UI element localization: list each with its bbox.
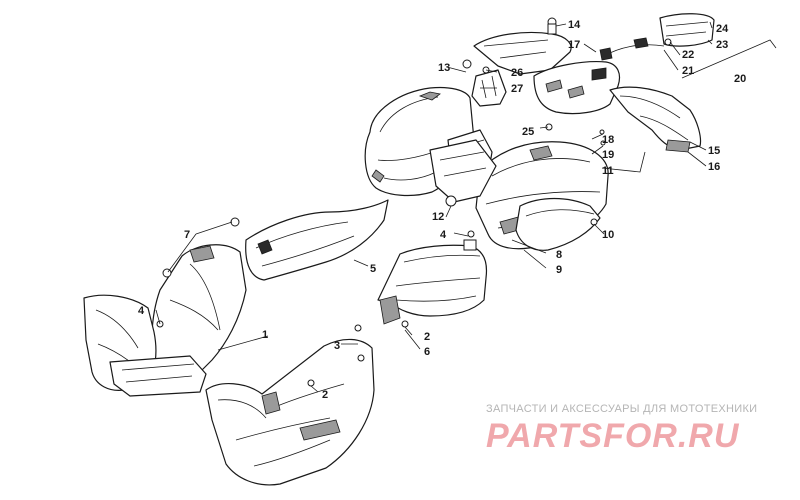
screw-icon	[599, 129, 605, 135]
callout-4: 4	[440, 229, 447, 241]
callout-24: 24	[716, 23, 729, 35]
screw-icon	[462, 59, 472, 69]
callout-26: 26	[511, 67, 523, 79]
screw-icon	[230, 217, 240, 227]
callout-20: 20	[734, 73, 746, 85]
screw-icon	[467, 230, 475, 238]
screw-icon	[590, 218, 598, 226]
callout-19: 19	[602, 149, 614, 161]
callout-2: 2	[424, 331, 430, 343]
screw-icon	[357, 354, 365, 362]
callout-27: 27	[511, 83, 523, 95]
callout-9: 9	[556, 264, 562, 276]
screw-icon	[401, 320, 409, 328]
fastener-set	[156, 17, 606, 387]
rear-fender-right-wing	[609, 86, 702, 153]
callout-22: 22	[682, 49, 694, 61]
rear-rack-panel	[473, 31, 621, 115]
callout-3: 3	[334, 340, 340, 352]
callout-labels: 1 2 2 3 4 4 5 6 7 8 9 10 11 12 13 14 15 …	[138, 19, 746, 401]
leader-lines	[155, 21, 777, 393]
callout-10: 10	[602, 229, 614, 241]
callout-23: 23	[716, 39, 728, 51]
side-panel-upper	[245, 199, 389, 281]
taillight-harness	[599, 37, 665, 61]
callout-2: 2	[322, 389, 328, 401]
callout-8: 8	[556, 249, 562, 261]
screw-icon	[307, 379, 315, 387]
callout-21: 21	[682, 65, 694, 77]
callout-25: 25	[522, 126, 534, 138]
screw-icon	[354, 324, 362, 332]
callout-6: 6	[424, 346, 430, 358]
callout-12: 12	[432, 211, 444, 223]
rear-right-panel	[515, 197, 601, 251]
watermark-logo: PARTSFOR.RU	[486, 417, 740, 455]
watermark-tagline: ЗАПЧАСТИ И АКСЕССУАРЫ ДЛЯ МОТОТЕХНИКИ	[486, 403, 758, 415]
callout-18: 18	[602, 134, 614, 146]
callout-11: 11	[602, 165, 614, 177]
callout-13: 13	[438, 62, 450, 74]
callout-1: 1	[262, 329, 268, 341]
screw-icon	[445, 195, 457, 207]
callout-17: 17	[568, 39, 580, 51]
center-bracket	[429, 139, 497, 203]
front-fender-left	[83, 244, 247, 397]
callout-14: 14	[568, 19, 581, 31]
callout-4: 4	[138, 305, 145, 317]
callout-15: 15	[708, 145, 720, 157]
side-panel-lower	[377, 244, 488, 325]
callout-16: 16	[708, 161, 720, 173]
left-footwell	[205, 338, 375, 486]
callout-5: 5	[370, 263, 376, 275]
callout-7: 7	[184, 229, 190, 241]
screw-icon	[600, 140, 606, 146]
taillight-assembly	[659, 13, 715, 47]
